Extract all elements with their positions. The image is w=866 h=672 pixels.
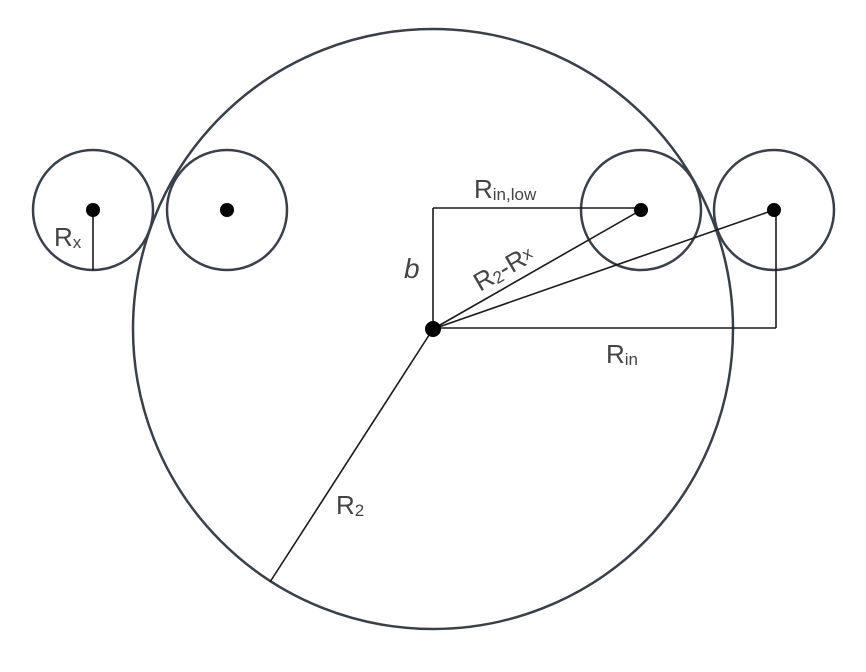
label-b: b (404, 253, 420, 284)
label-rx: Rx (54, 222, 82, 252)
large-circle (131, 27, 735, 631)
small-circle-left (165, 148, 289, 272)
center-dot-right-outer (767, 203, 781, 217)
label-r-in: Rin (606, 339, 638, 369)
r2-radius-line (269, 328, 434, 583)
r2-minus-rx-line (432, 209, 642, 330)
label-r2: R2 (336, 490, 364, 520)
small-circle-right-inner (579, 148, 703, 272)
center-dot-far-left (86, 203, 100, 217)
center-dot-left (220, 203, 234, 217)
small-circle-right-outer (712, 148, 836, 272)
center-dot-main (425, 321, 441, 337)
center-dot-right-inner (634, 203, 648, 217)
label-r-in-low: Rin,low (474, 174, 537, 204)
center-to-outer-line (432, 209, 775, 330)
